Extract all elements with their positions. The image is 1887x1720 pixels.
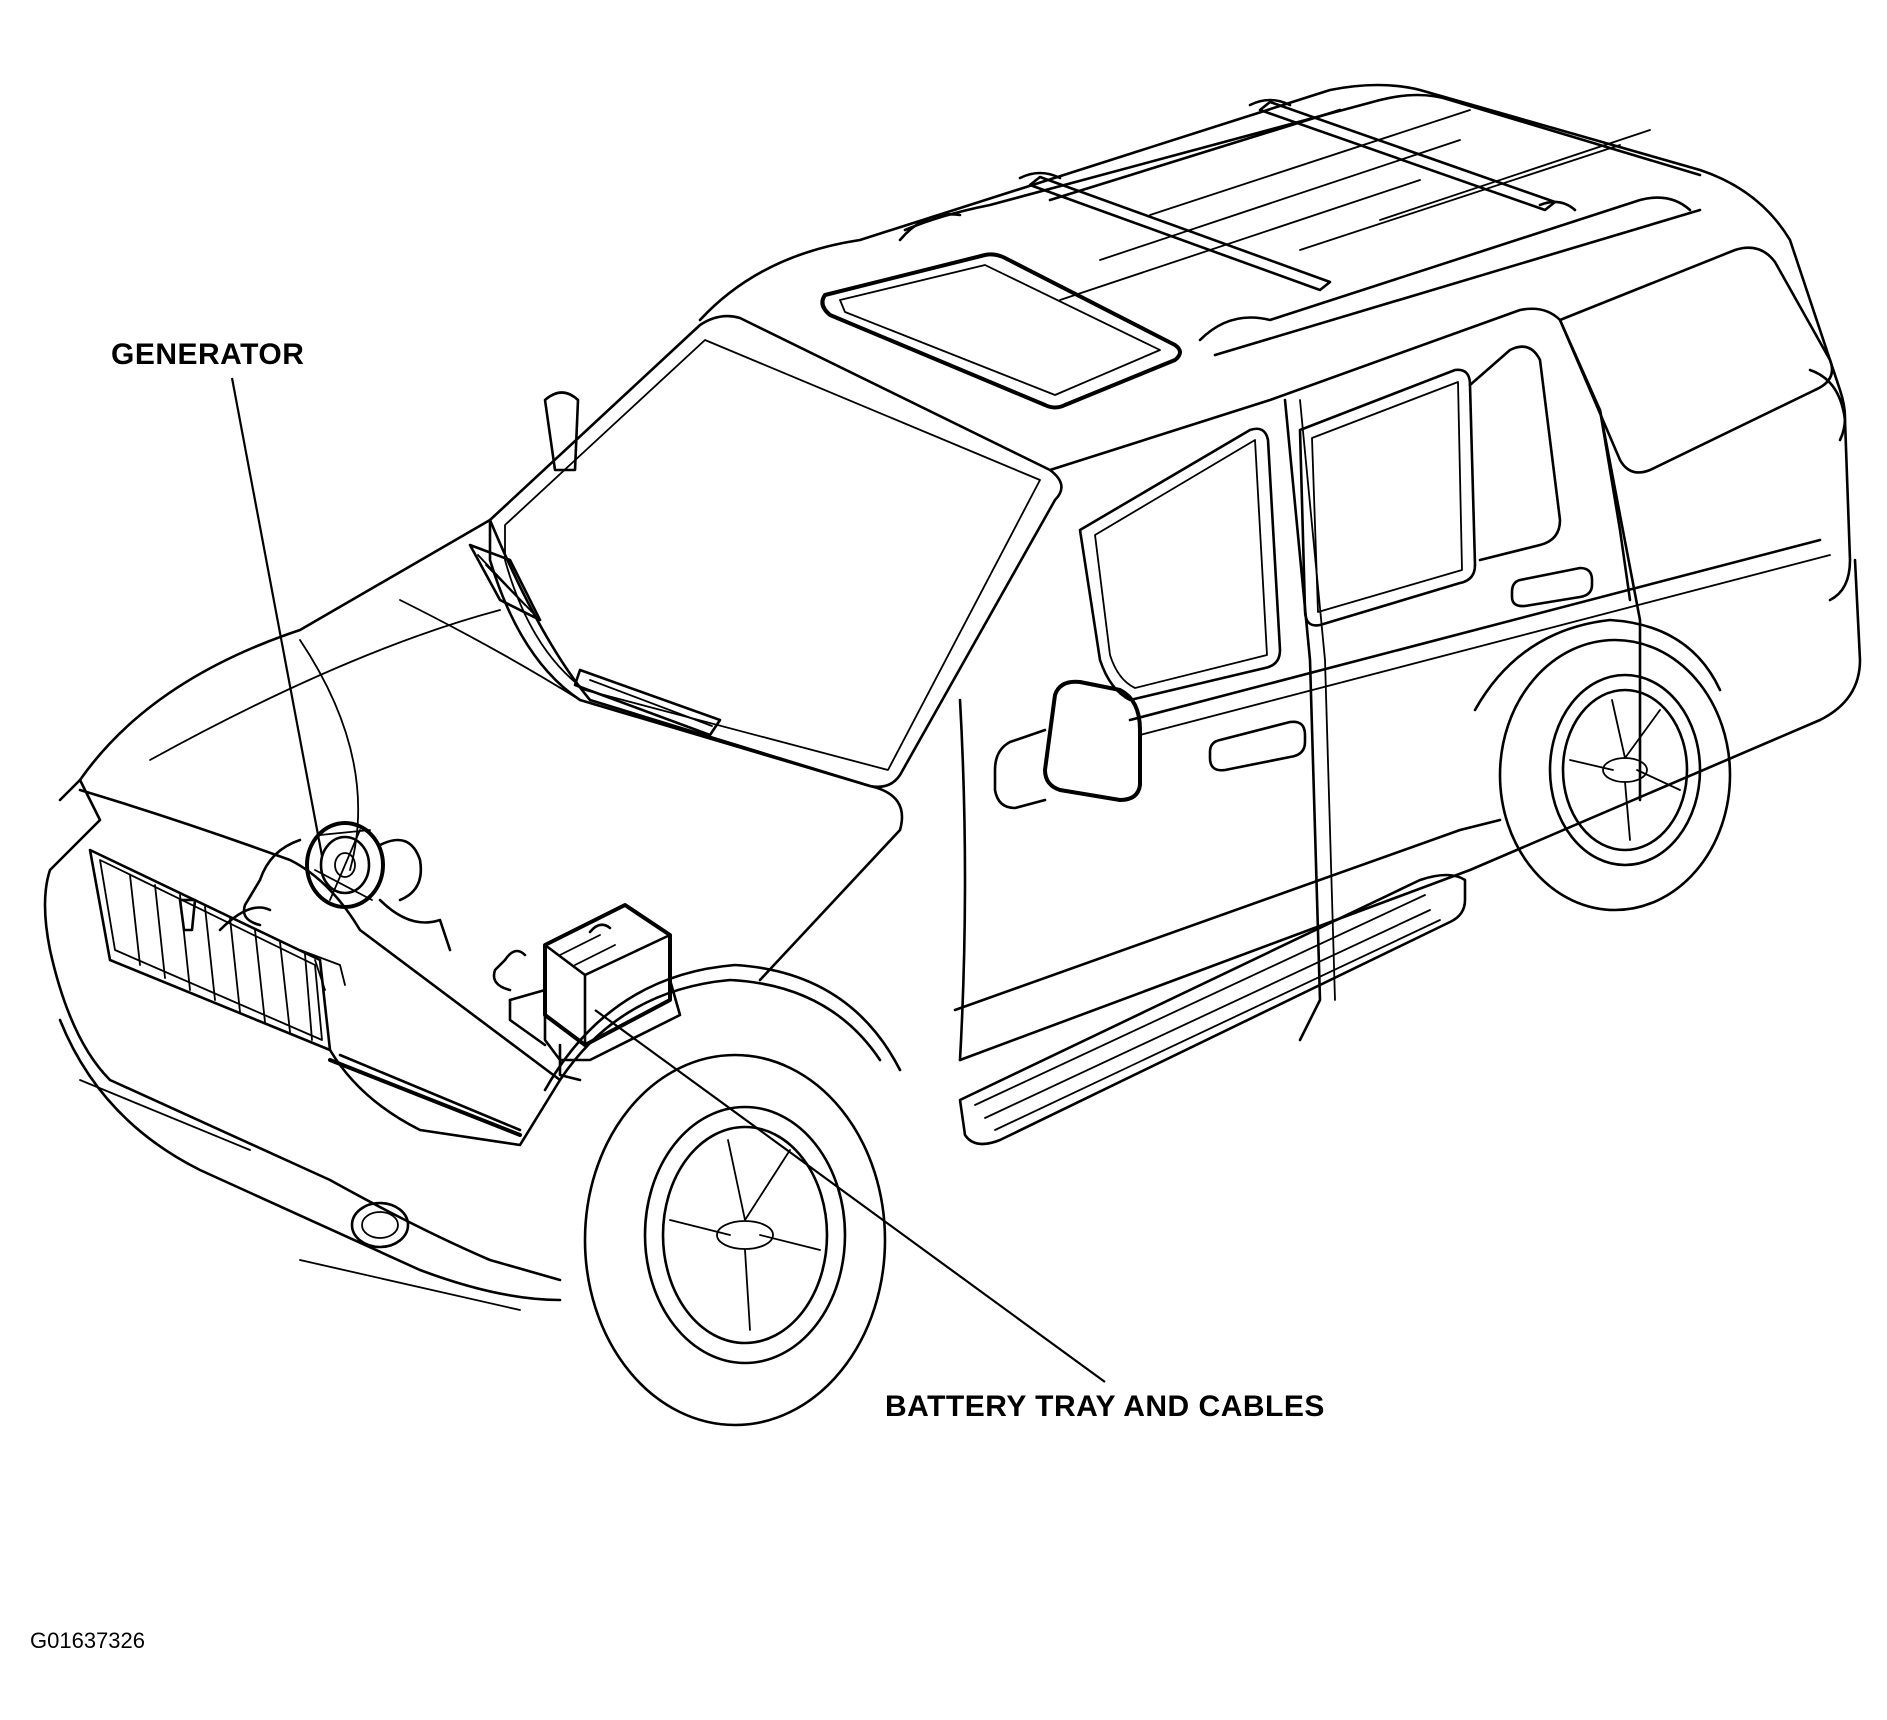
- hood: [78, 518, 904, 1082]
- battery-leader-line: [594, 1009, 1106, 1383]
- generator-callout: GENERATOR: [111, 338, 305, 371]
- generator-leader-line: [230, 377, 324, 857]
- running-board: [958, 873, 1467, 1146]
- figure-id: G01637326: [30, 1628, 145, 1653]
- windshield: [488, 314, 1063, 789]
- rear-wheel: [1473, 618, 1732, 912]
- vehicle-side: [953, 246, 1862, 1062]
- battery-tray-component: [492, 903, 682, 1082]
- front-wheel: [543, 963, 902, 1427]
- battery-tray-callout: BATTERY TRAY AND CABLES: [885, 1390, 1325, 1423]
- generator-component: [218, 821, 452, 991]
- roof-assembly: [698, 83, 1847, 442]
- front-end: [43, 778, 562, 1311]
